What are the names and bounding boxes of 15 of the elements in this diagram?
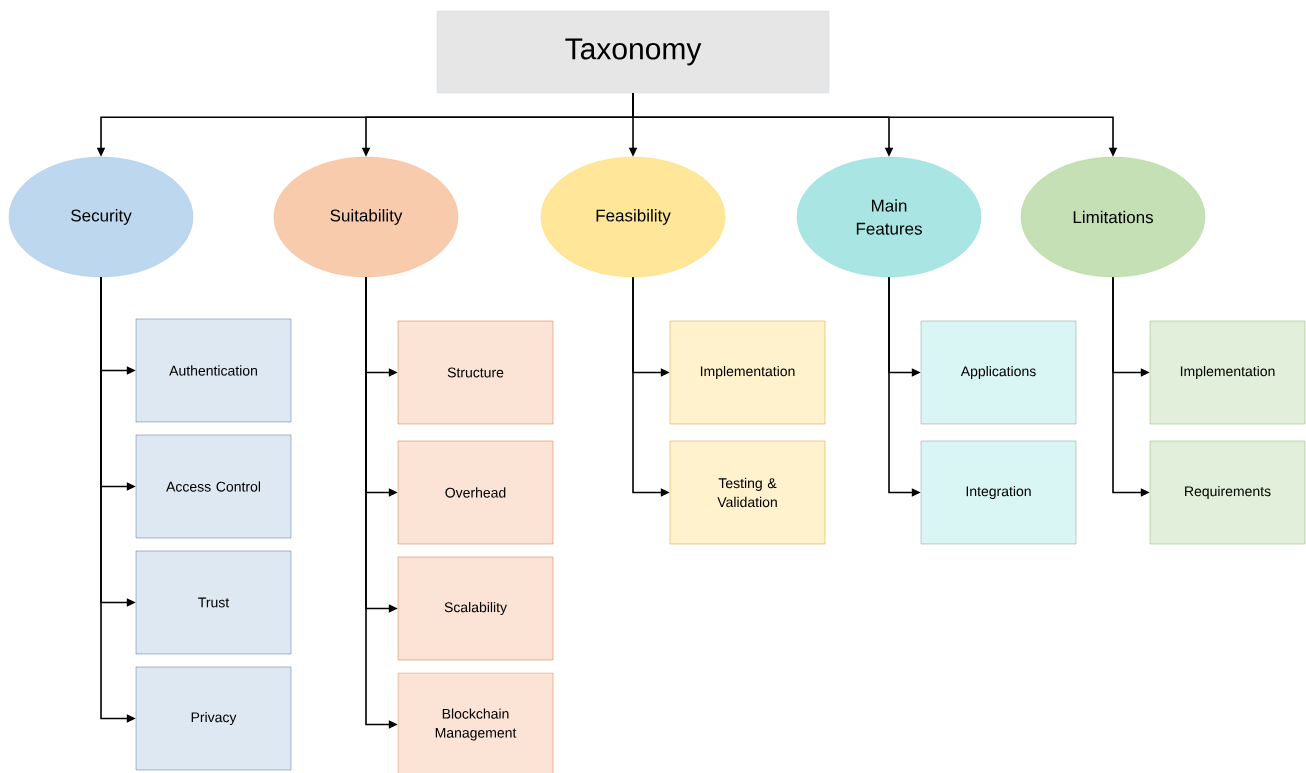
- subcategory-box: Testing & Validation: [669, 440, 826, 545]
- subcategory-box: Overhead: [397, 440, 554, 545]
- subcategory-box: Implementation: [1149, 320, 1306, 425]
- subcategory-box: Applications: [920, 320, 1077, 425]
- subcategory-box: Integration: [920, 440, 1077, 545]
- subcategory-box: Authentication: [135, 318, 292, 423]
- subcategory-box: Requirements: [1149, 440, 1306, 545]
- subcategory-box: Structure: [397, 320, 554, 425]
- subcategory-box: Trust: [135, 550, 292, 655]
- subcategory-box: Blockchain Management: [397, 672, 554, 773]
- subcategory-box: Privacy: [135, 666, 292, 771]
- subcategory-box: Implementation: [669, 320, 826, 425]
- subcategory-box: Access Control: [135, 434, 292, 539]
- subcategory-box: Scalability: [397, 556, 554, 661]
- title-box: Taxonomy: [436, 10, 830, 94]
